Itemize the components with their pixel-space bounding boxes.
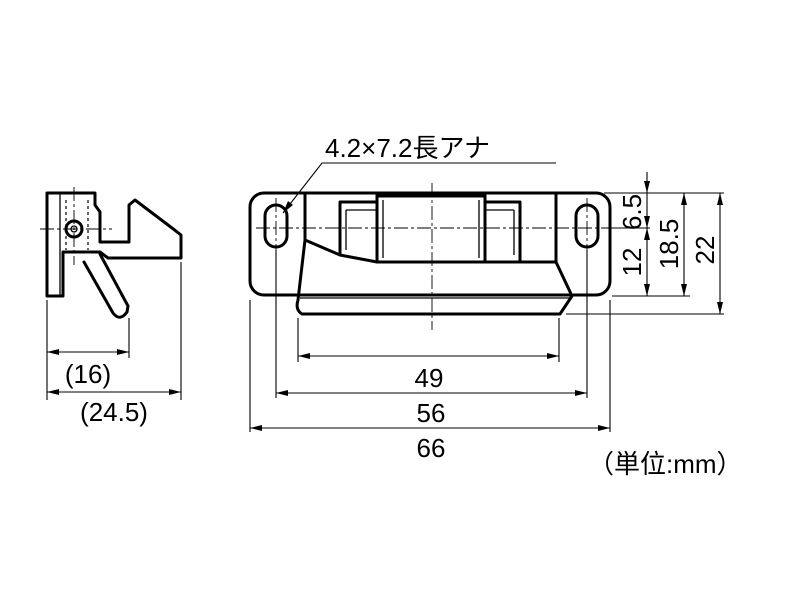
slot-centerlines-v [275,198,588,256]
dim-49-arrow-left [298,353,310,359]
dim-18-5-arrow-bottom [681,284,687,296]
roller-lines [382,200,480,258]
side-view-hidden-line [65,200,89,250]
dim-24-5-arrow-right [169,389,181,395]
slot-note-label: 4.2×7.2長アナ [325,133,490,163]
bottom-flange [295,238,574,316]
side-view-ext-lines [46,262,182,400]
height-ext-lines [566,192,724,315]
dim-6-5-arrow-bottom [644,216,650,228]
dim-label-24-5: (24.5) [80,397,148,427]
side-view-bracket-outline [45,191,183,298]
dim-12-arrow-top [644,228,650,240]
slot-note-leader [282,162,556,214]
front-ext-lines [249,250,611,432]
dim-49-arrow-right [547,353,559,359]
slot-note-arrow [283,201,293,213]
dim-label-12: 12 [617,248,647,277]
side-view-lever [82,252,130,319]
latch-housing-outline [338,191,522,264]
dim-24-5-arrow-left [47,389,59,395]
dim-18-5-arrow-top [681,193,687,205]
dim-56-arrow-left [276,390,288,396]
dim-66-arrow-left [250,425,262,431]
dim-label-49: 49 [415,363,444,393]
dim-12-arrow-bottom [644,284,650,296]
dim-label-22: 22 [690,236,720,265]
dim-label-6-5: 6.5 [617,194,647,230]
dim-22-arrow-bottom [717,302,723,314]
dim-66-arrow-right [598,425,610,431]
dim-22-arrow-top [717,193,723,205]
front-view: 4.2×7.2長アナ 49 56 66 6.5 12 18.5 [248,133,724,463]
dim-6-5-arrow-top [644,181,650,193]
latch-body-outline [303,191,558,264]
latch-housing-inner [345,209,515,255]
dim-16-arrow-right [117,349,129,355]
unit-note: （単位:mm） [588,449,743,479]
roller-block [375,194,487,264]
dim-label-56: 56 [417,398,446,428]
dim-16-arrow-left [47,349,59,355]
side-view: (16) (24.5) [40,187,183,427]
dim-label-18-5: 18.5 [654,219,684,270]
dim-56-arrow-right [575,390,587,396]
dim-label-66: 66 [417,433,446,463]
dim-label-16: (16) [65,359,111,389]
